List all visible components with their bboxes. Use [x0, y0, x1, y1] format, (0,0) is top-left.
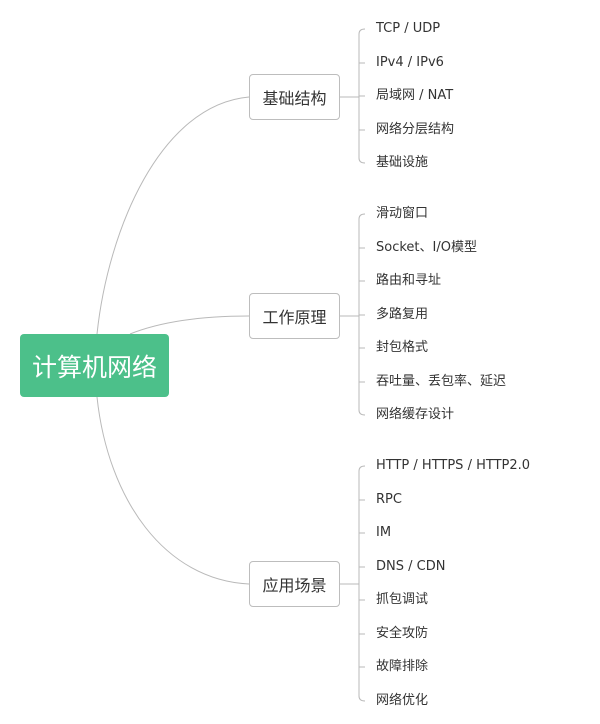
root-topic-label: 计算机网络 [31, 352, 157, 382]
leaf-item[interactable]: IPv4 / IPv6 [376, 55, 444, 70]
leaf-item[interactable]: RPC [376, 492, 402, 507]
leaf-item[interactable]: 安全攻防 [376, 626, 429, 641]
leaf-item[interactable]: 故障排除 [376, 659, 429, 674]
branch-application-scenarios[interactable]: 应用场景 [249, 561, 340, 607]
leaf-item[interactable]: TCP / UDP [376, 21, 441, 36]
leaf-item[interactable]: 网络分层结构 [376, 122, 455, 137]
leaf-item[interactable]: 多路复用 [376, 307, 429, 322]
leaf-item[interactable]: IM [376, 525, 392, 540]
leaf-item[interactable]: 基础设施 [376, 155, 429, 170]
leaf-item[interactable]: Socket、I/O模型 [376, 240, 477, 255]
branch-2-bracket [358, 465, 366, 702]
branch-label: 工作原理 [262, 308, 327, 327]
leaf-item[interactable]: 滑动窗口 [376, 206, 429, 221]
leaf-item[interactable]: 网络缓存设计 [376, 407, 455, 422]
root-topic[interactable]: 计算机网络 [20, 334, 169, 397]
leaf-item[interactable]: 抓包调试 [376, 592, 429, 607]
branch-label: 基础结构 [262, 89, 327, 108]
leaf-item[interactable]: HTTP / HTTPS / HTTP2.0 [376, 458, 531, 473]
root-to-branch-basic-connector [96, 96, 250, 335]
root-to-branch-scenarios-connector [96, 396, 250, 585]
branch-label: 应用场景 [262, 576, 327, 595]
leaf-item[interactable]: 路由和寻址 [376, 273, 442, 288]
root-to-branch-principles-connector [129, 315, 250, 335]
branch-working-principles[interactable]: 工作原理 [249, 293, 340, 339]
branch-basic-structure[interactable]: 基础结构 [249, 74, 340, 120]
leaf-item[interactable]: 网络优化 [376, 693, 429, 708]
leaf-item[interactable]: 封包格式 [376, 340, 429, 355]
leaf-item[interactable]: 吞吐量、丢包率、延迟 [376, 374, 507, 389]
leaf-item[interactable]: 局域网 / NAT [376, 88, 454, 103]
leaf-item[interactable]: DNS / CDN [376, 559, 446, 574]
